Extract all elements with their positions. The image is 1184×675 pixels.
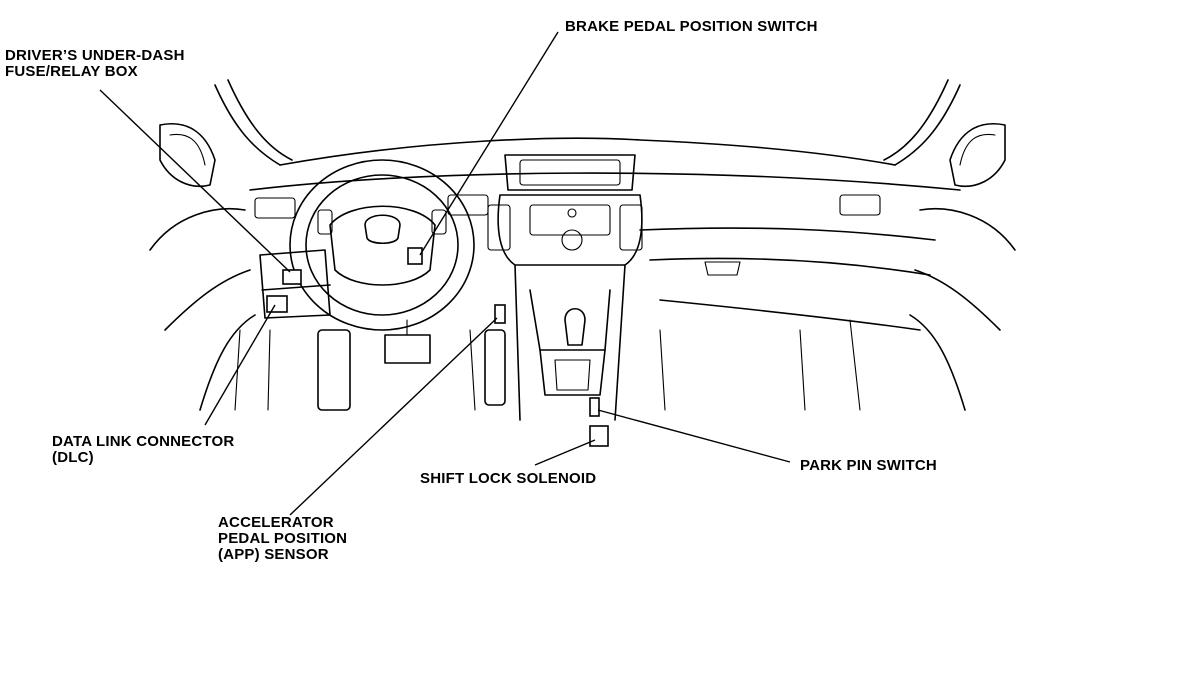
app-sensor-marker [494, 304, 506, 324]
fuse-relay-box-marker [282, 269, 302, 285]
brake-switch-label: BRAKE PEDAL POSITION SWITCH [565, 19, 818, 35]
leader-fuse-box [99, 89, 291, 273]
app-sensor-label-line3: (APP) SENSOR [218, 546, 329, 563]
dlc-marker [266, 295, 288, 313]
park-pin-switch-label-text: PARK PIN SWITCH [800, 457, 937, 474]
app-sensor-label-line2: PEDAL POSITION [218, 530, 348, 547]
brake-switch-marker [407, 247, 423, 265]
app-sensor-label-line1: ACCELERATOR [218, 514, 334, 531]
leader-dlc [204, 304, 276, 426]
shift-lock-solenoid-label: SHIFT LOCK SOLENOID [420, 471, 596, 487]
fuse-relay-box-label-line1: DRIVER’S UNDER-DASH [5, 47, 185, 64]
fuse-relay-box-label: DRIVER’S UNDER-DASH FUSE/RELAY BOX [5, 48, 185, 80]
leader-brake-switch [419, 31, 559, 256]
park-pin-switch-label: PARK PIN SWITCH [800, 458, 937, 474]
dlc-label: DATA LINK CONNECTOR (DLC) [52, 434, 234, 466]
leader-park-pin [597, 409, 791, 463]
leader-app-sensor [289, 317, 498, 516]
leader-lines [99, 31, 791, 516]
shift-lock-solenoid-label-text: SHIFT LOCK SOLENOID [420, 470, 597, 487]
component-markers [266, 247, 609, 447]
park-pin-switch-marker [589, 397, 600, 417]
fuse-relay-box-label-line2: FUSE/RELAY BOX [5, 63, 138, 80]
shift-lock-solenoid-marker [589, 425, 609, 447]
app-sensor-label: ACCELERATOR PEDAL POSITION (APP) SENSOR [218, 515, 347, 563]
leader-shift-lock [534, 439, 596, 466]
dashboard-outline [149, 79, 1016, 421]
dlc-label-line1: DATA LINK CONNECTOR [52, 433, 235, 450]
brake-switch-label-text: BRAKE PEDAL POSITION SWITCH [565, 18, 818, 35]
dlc-label-line2: (DLC) [52, 449, 94, 466]
